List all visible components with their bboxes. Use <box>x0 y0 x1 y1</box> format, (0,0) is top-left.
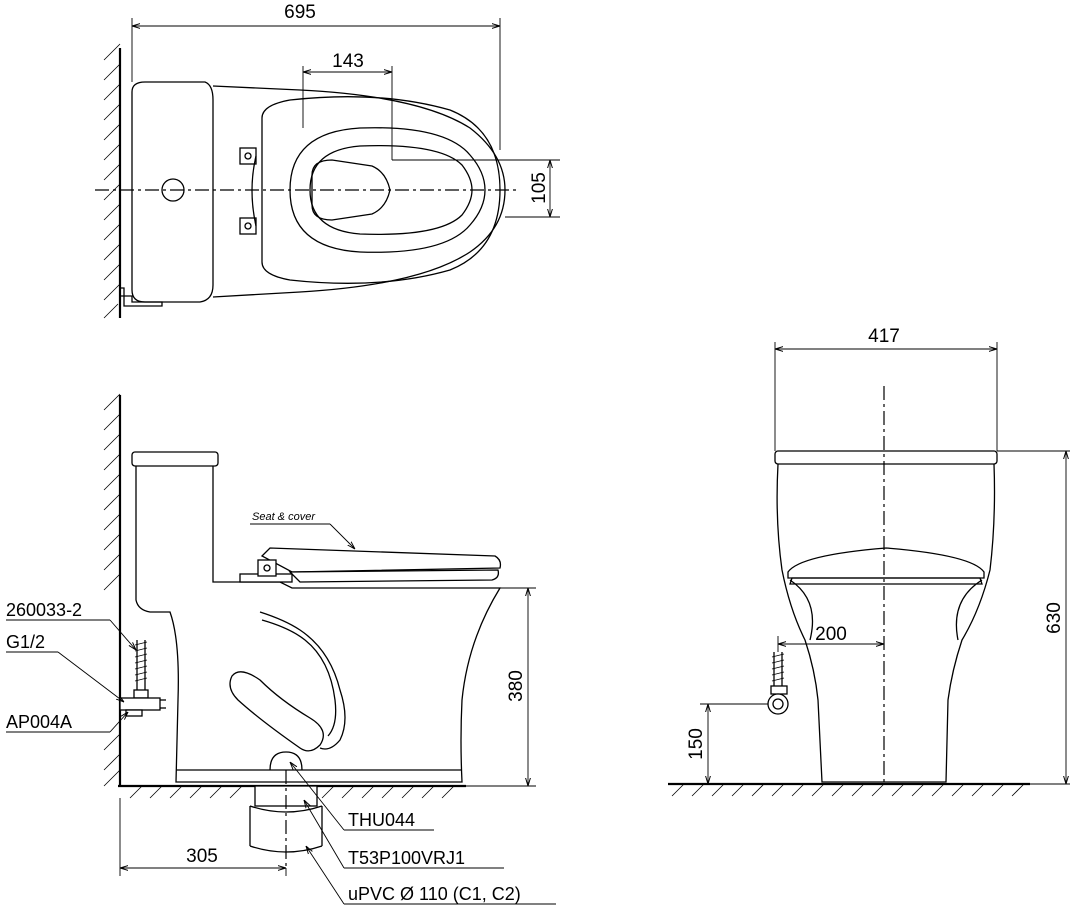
hinge-top <box>239 147 257 165</box>
hinge-link <box>251 155 257 227</box>
leader-flange <box>290 762 345 831</box>
angle-valve <box>119 697 161 711</box>
front-view: 417 630 200 150 <box>668 326 1070 797</box>
dim-rim-height: 380 <box>506 670 527 702</box>
tank-lid-side <box>131 451 219 467</box>
drain-pipe <box>249 806 323 846</box>
body-outline-front <box>776 463 996 783</box>
bowl-rim-top <box>289 127 486 253</box>
leader-hose <box>109 619 136 650</box>
dim-supply-height: 150 <box>686 728 707 760</box>
leader-pipe <box>306 846 345 905</box>
hose-threads <box>134 641 148 682</box>
outlet-horn <box>269 751 303 771</box>
bowl-curve-right <box>955 579 983 641</box>
dim-width: 417 <box>868 326 900 347</box>
front-floor-hatch <box>671 783 1025 797</box>
label-pipe: uPVC Ø 110 (C1, C2) <box>348 884 521 904</box>
label-hose: 260033-2 <box>6 600 82 620</box>
label-adapter: T53P100VRJ1 <box>348 848 465 868</box>
dim-supply-offset: 200 <box>815 624 847 645</box>
side-wall-hatch <box>103 393 121 787</box>
tank-lid-front <box>774 450 998 465</box>
hose-nut <box>133 689 149 699</box>
trapway-inner <box>261 619 337 737</box>
dim-overall-length: 695 <box>284 2 316 23</box>
trapway-bend <box>229 671 324 752</box>
leader-valve <box>109 712 128 733</box>
dim-rough-in: 305 <box>186 846 218 867</box>
body-outline-side <box>135 466 502 783</box>
dim-bowl-offset: 105 <box>529 172 550 204</box>
side-view: Seat & cover 260033-2 G1/2 AP004A <box>6 393 556 905</box>
leader-thread <box>57 651 124 702</box>
seat-front <box>787 547 985 579</box>
trapway-outer <box>259 611 346 750</box>
tank-outline <box>131 81 214 303</box>
dim-bowl-opening: 143 <box>332 51 364 72</box>
leader-adapter <box>304 800 345 869</box>
front-valve-body <box>767 693 789 715</box>
hinge-bottom <box>239 217 257 235</box>
cover-side <box>260 547 502 573</box>
top-wall-hatch <box>103 43 121 319</box>
seat-side <box>288 569 500 583</box>
top-view: 695 143 105 <box>95 2 560 319</box>
seat-hinge-side <box>257 559 277 577</box>
front-hose-threads <box>771 653 785 682</box>
label-valve: AP004A <box>6 712 72 732</box>
side-floor-hatch <box>129 785 455 799</box>
seat-note: Seat & cover <box>252 511 316 523</box>
dim-height: 630 <box>1044 602 1065 634</box>
front-hose-nut <box>770 685 788 695</box>
valve-flange <box>125 709 143 717</box>
label-thread: G1/2 <box>6 632 45 652</box>
seat-rim-front <box>789 577 983 585</box>
label-flange: THU044 <box>348 810 415 830</box>
wall-bracket-top <box>120 287 163 307</box>
